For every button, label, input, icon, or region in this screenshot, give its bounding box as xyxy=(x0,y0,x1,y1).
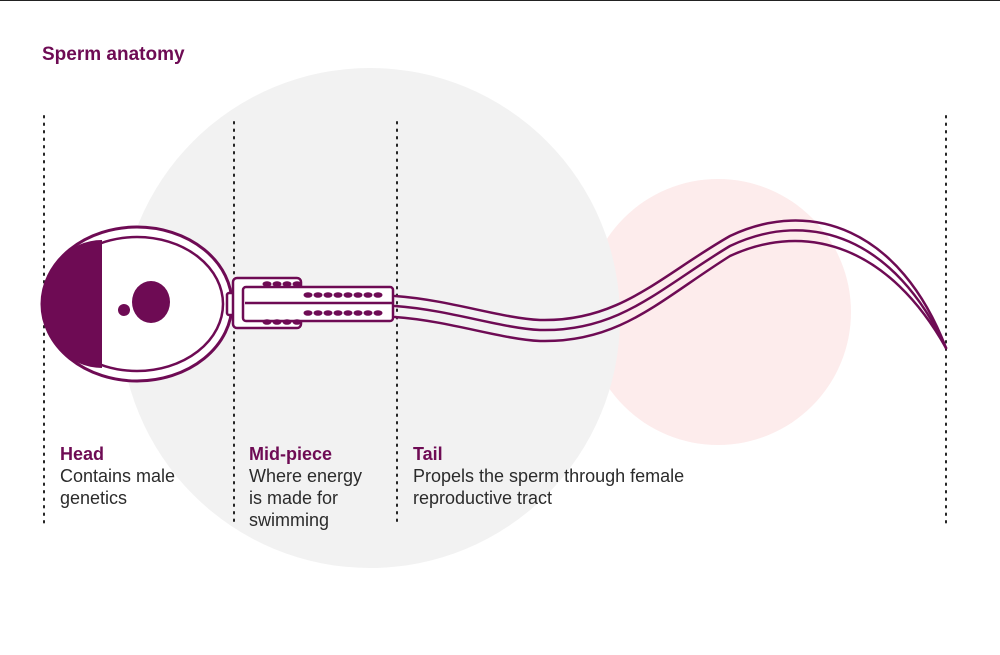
acrosome xyxy=(42,240,102,368)
head-label-name: Head xyxy=(60,444,105,464)
sperm-midpiece xyxy=(231,276,395,330)
nucleus xyxy=(132,281,170,323)
sperm-tail xyxy=(393,219,948,350)
top-border xyxy=(0,0,1000,1)
midpiece-label-name: Mid-piece xyxy=(249,444,333,464)
sperm-head xyxy=(40,225,234,383)
tail-label: Tail Propels the sperm through female re… xyxy=(413,443,743,509)
midpiece-label: Mid-piece Where energy is made for swimm… xyxy=(249,443,394,531)
diagram-title: Sperm anatomy xyxy=(42,44,185,65)
pink-background-circle xyxy=(585,179,851,445)
mitochondria xyxy=(262,281,383,325)
midpiece-label-description: Where energy is made for swimming xyxy=(249,466,363,530)
nucleolus xyxy=(118,304,130,316)
head-label: Head Contains male genetics xyxy=(60,443,230,509)
tail-label-description: Propels the sperm through female reprodu… xyxy=(413,466,685,508)
tail-label-name: Tail xyxy=(413,444,443,464)
head-label-description: Contains male genetics xyxy=(60,466,176,508)
